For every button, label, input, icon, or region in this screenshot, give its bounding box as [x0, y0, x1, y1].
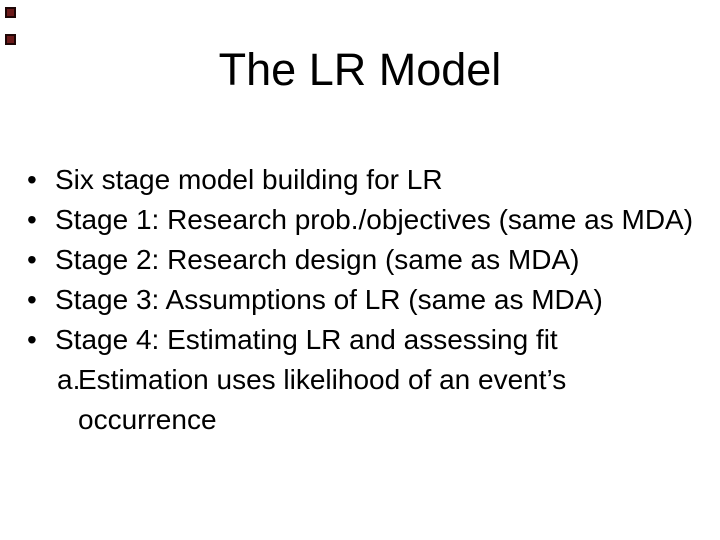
bullet-icon: •	[27, 204, 37, 235]
bullet-item: • Six stage model building for LR	[0, 160, 720, 200]
deco-square-bottom-icon	[5, 34, 16, 45]
bullet-icon: •	[27, 324, 37, 355]
bullet-text: Stage 3: Assumptions of LR (same as MDA)	[55, 284, 603, 315]
sub-item-wrap: occurrence	[0, 400, 720, 440]
sub-item-label: a.	[57, 364, 81, 395]
bullet-item: • Stage 2: Research design (same as MDA)	[0, 240, 720, 280]
bullet-icon: •	[27, 244, 37, 275]
bullet-text: Stage 2: Research design (same as MDA)	[55, 244, 580, 275]
bullet-text: Stage 4: Estimating LR and assessing fit	[55, 324, 558, 355]
bullet-text: Stage 1: Research prob./objectives (same…	[55, 204, 694, 235]
bullet-list: • Six stage model building for LR • Stag…	[0, 160, 720, 440]
deco-square-top-icon	[5, 7, 16, 18]
bullet-item: • Stage 3: Assumptions of LR (same as MD…	[0, 280, 720, 320]
bullet-icon: •	[27, 284, 37, 315]
sub-item-text-line1: Estimation uses likelihood of an event’s	[78, 364, 567, 395]
bullet-item: • Stage 4: Estimating LR and assessing f…	[0, 320, 720, 360]
bullet-icon: •	[27, 164, 37, 195]
sub-item: a. Estimation uses likelihood of an even…	[0, 360, 720, 400]
bullet-item: • Stage 1: Research prob./objectives (sa…	[0, 200, 720, 240]
bullet-text: Six stage model building for LR	[55, 164, 443, 195]
sub-item-text-line2: occurrence	[78, 404, 217, 435]
slide-title: The LR Model	[218, 44, 502, 95]
